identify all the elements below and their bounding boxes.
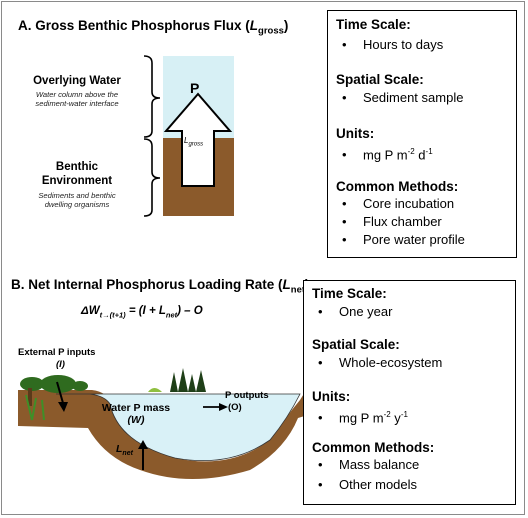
lgross-label: Lgross [184,136,204,148]
water-p-mass-label: Water P mass (W) [101,402,171,426]
external-inputs-symbol: (I) [56,359,65,370]
lake-basin [18,390,318,479]
overlying-water-label: Overlying Water [33,75,121,87]
output-arrowhead [219,403,228,411]
lnet-arrowhead [138,440,148,449]
panel-a-methods-heading: Common Methods: [336,179,459,194]
panel-a-units-heading: Units: [336,126,375,141]
overlying-water-description: Water column above the sediment-water in… [35,90,119,108]
panel-b-units-value: •mg P m-2 y-1 [318,410,408,426]
panel-b-units-heading: Units: [312,389,351,404]
benthic-environment-description: Sediments and benthic dwelling organisms [38,191,116,209]
panel-a-info: Time Scale: •Hours to days Spatial Scale… [327,10,517,258]
panel-a-time-heading: Time Scale: [336,17,411,32]
gross-flux-arrow [163,92,233,187]
lake-water [56,393,301,462]
overlying-water-brace [143,55,161,138]
panel-b-time-heading: Time Scale: [312,286,387,301]
panel-a-units-value: •mg P m-2 d-1 [342,147,433,163]
panel-b-info: Time Scale: •One year Spatial Scale: •Wh… [303,280,516,505]
panel-a-time-value: •Hours to days [342,37,444,52]
benthic-environment-brace [143,138,161,217]
section-a-title: A. Gross Benthic Phosphorus Flux (Lgross… [18,18,289,37]
right-vegetation [148,368,206,392]
panel-a-spatial-heading: Spatial Scale: [336,72,424,87]
panel-b-methods-heading: Common Methods: [312,440,435,455]
phosphorus-label: P [190,80,200,96]
mass-balance-equation: ΔWt→(t+1) = (I + Lnet) – O [81,305,203,320]
lnet-label: Lnet [116,443,133,458]
panel-a-method-item: •Flux chamber [342,214,442,229]
benthic-environment-label: Benthic Environment [41,161,113,187]
panel-b-spatial-heading: Spatial Scale: [312,337,400,352]
external-input-arrowhead [58,402,68,412]
panel-b-method-item: •Mass balance [318,457,420,472]
panel-a-method-item: •Pore water profile [342,232,465,247]
panel-a-method-item: •Core incubation [342,196,455,211]
p-outputs-label: P outputs [225,390,269,401]
panel-b-time-value: •One year [318,304,393,319]
external-inputs-label: External P inputs [18,347,96,358]
panel-b-method-item: •Other models [318,477,418,492]
p-outputs-symbol: (O) [228,402,242,413]
panel-a-spatial-value: •Sediment sample [342,90,464,105]
panel-b-spatial-value: •Whole-ecosystem [318,355,443,370]
